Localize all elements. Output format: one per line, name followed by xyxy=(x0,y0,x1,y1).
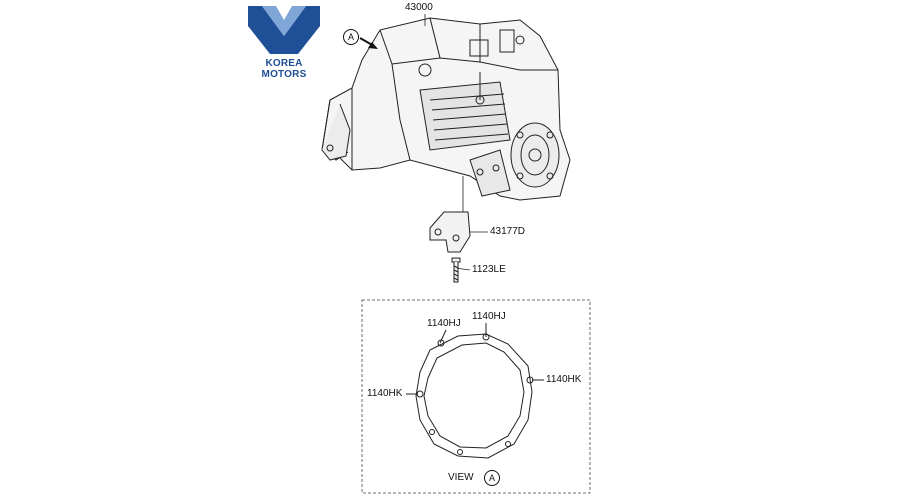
korea-motors-logo-icon xyxy=(248,6,320,54)
view-marker-a: A xyxy=(343,29,359,45)
callout-1140hj-left: 1140HJ xyxy=(427,318,461,329)
view-label-marker-a: A xyxy=(484,470,500,486)
leader-lines xyxy=(424,14,488,271)
callout-1140hk-left: 1140HK xyxy=(367,388,403,399)
view-a-frame xyxy=(361,299,591,494)
view-arrow-icon xyxy=(359,37,378,49)
callout-1123le: 1123LE xyxy=(472,264,506,275)
callout-1140hj-right: 1140HJ xyxy=(472,311,506,322)
callout-43000: 43000 xyxy=(405,2,433,13)
transmission-assembly xyxy=(321,17,571,201)
bell-housing-view xyxy=(406,323,544,459)
view-label: VIEW xyxy=(448,472,474,483)
callout-1140hk-right: 1140HK xyxy=(546,374,582,385)
brand-name: KOREA MOTORS xyxy=(261,58,307,80)
callout-43177d: 43177D xyxy=(490,226,526,237)
mount-bracket xyxy=(429,211,471,253)
bolt-icon xyxy=(451,257,461,283)
